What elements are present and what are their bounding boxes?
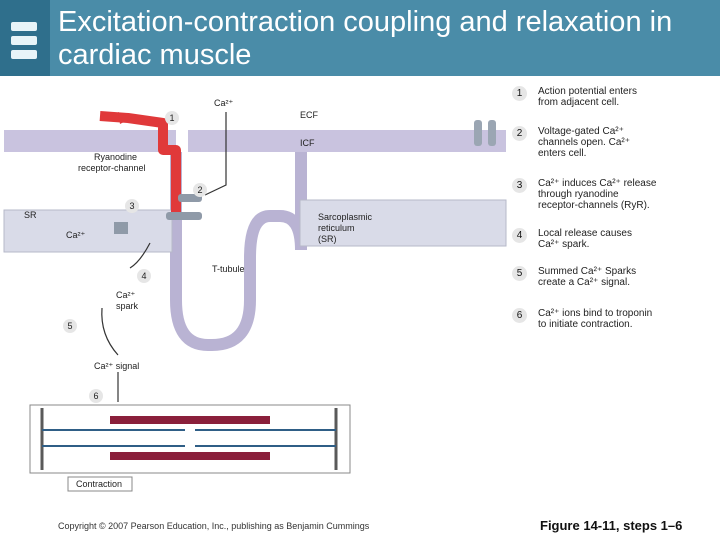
diagram-step-2-number: 2 (197, 185, 202, 195)
ca-left-label: Ca²⁺ (66, 230, 86, 240)
sarcoplasmic-label-1: Sarcoplasmic (318, 212, 373, 222)
cell-membrane-right (188, 130, 506, 152)
diagram-step-2-badge (193, 183, 207, 197)
step-5-line-2: create a Ca²⁺ signal. (538, 277, 630, 288)
step-1-line-2: from adjacent cell. (538, 97, 620, 108)
ca-release-arrow (129, 242, 151, 269)
sr-label: SR (24, 210, 37, 220)
step-2-line-2: channels open. Ca²⁺ (538, 137, 631, 148)
diagram-step-6-badge (89, 389, 103, 403)
step-5-badge: 5 (512, 266, 527, 281)
step-6-line-2: to initiate contraction. (538, 319, 633, 330)
cell-membrane (4, 130, 176, 152)
diagram-step-4-number: 4 (141, 271, 146, 281)
icf-label: ICF (300, 138, 315, 148)
sarcoplasmic-label-3: (SR) (318, 234, 337, 244)
step-3-line-3: receptor-channels (RyR). (538, 200, 650, 211)
ca-spark-arrow (101, 307, 119, 356)
cardiac-ec-coupling-diagram: ECF ICF Ca²⁺ Ryanodine receptor-channel … (3, 98, 507, 492)
step-4-line-1: Local release causes (538, 228, 632, 239)
diagram-step-5-number: 5 (67, 321, 72, 331)
step-2-line-3: enters cell. (538, 148, 587, 159)
contraction-label-box (67, 476, 133, 492)
sarcoplasmic-reticulum (3, 209, 173, 253)
ecf-label: ECF (300, 110, 319, 120)
slide-title: Excitation-contraction coupling and rela… (58, 6, 673, 71)
step-2-badge: 2 (512, 126, 527, 141)
diagram-step-3-badge (125, 199, 139, 213)
ca-influx-arrow (204, 112, 227, 196)
sarcoplasmic-reticulum-right (299, 199, 507, 247)
step-3-text: Ca²⁺ induces Ca²⁺ release through ryanod… (538, 178, 698, 211)
slide-menu-icon (0, 0, 50, 76)
ryanodine-label-1: Ryanodine (94, 152, 137, 162)
diagram-step-1-number: 1 (169, 113, 174, 123)
t-tubule-label: T-tubule (212, 264, 245, 274)
sarcoplasmic-label-2: reticulum (318, 223, 355, 233)
step-6-line-1: Ca²⁺ ions bind to troponin (538, 308, 653, 319)
voltage-gated-channel (178, 194, 202, 202)
ca-top-label: Ca²⁺ (214, 98, 234, 108)
step-4-line-2: Ca²⁺ spark. (538, 239, 590, 250)
copyright-notice: Copyright © 2007 Pearson Education, Inc.… (58, 521, 370, 531)
ca-spark-label-2: spark (116, 301, 139, 311)
step-3-line-1: Ca²⁺ induces Ca²⁺ release (538, 178, 657, 189)
step-1-badge: 1 (512, 86, 527, 101)
diagram-step-5-badge (63, 319, 77, 333)
sarcomere (29, 404, 351, 474)
diagram-step-1-badge (165, 111, 179, 125)
thick-filament-top (110, 416, 270, 424)
diagram-step-3-number: 3 (129, 201, 134, 211)
diagram-step-4-badge (137, 269, 151, 283)
ryanodine-receptor (114, 222, 128, 234)
step-4-badge: 4 (512, 228, 527, 243)
step-4-text: Local release causes Ca²⁺ spark. (538, 228, 698, 250)
ca-signal-label: Ca²⁺ signal (94, 361, 139, 371)
contraction-label: Contraction (76, 479, 122, 489)
step-2-line-1: Voltage-gated Ca²⁺ (538, 126, 624, 137)
step-2-text: Voltage-gated Ca²⁺ channels open. Ca²⁺ e… (538, 126, 698, 159)
thick-filament-bottom (110, 452, 270, 460)
ion-channel-right-a (474, 120, 482, 146)
title-bar: Excitation-contraction coupling and rela… (0, 0, 720, 76)
figure-reference: Figure 14-11, steps 1–6 (540, 518, 683, 533)
t-tubule (170, 152, 307, 351)
ca-spark-label-1: Ca²⁺ (116, 290, 136, 300)
step-5-text: Summed Ca²⁺ Sparks create a Ca²⁺ signal. (538, 266, 698, 288)
step-5-line-1: Summed Ca²⁺ Sparks (538, 266, 637, 277)
step-6-badge: 6 (512, 308, 527, 323)
ryanodine-label-2: receptor-channel (78, 163, 146, 173)
step-3-badge: 3 (512, 178, 527, 193)
voltage-gated-channel-lower (166, 212, 202, 220)
step-1-line-1: Action potential enters (538, 86, 637, 97)
action-potential-arrow (118, 112, 132, 124)
step-1-text: Action potential enters from adjacent ce… (538, 86, 698, 108)
diagram-step-6-number: 6 (93, 391, 98, 401)
step-3-line-2: through ryanodine (538, 189, 619, 200)
step-6-text: Ca²⁺ ions bind to troponin to initiate c… (538, 308, 698, 330)
ion-channel-right-b (488, 120, 496, 146)
